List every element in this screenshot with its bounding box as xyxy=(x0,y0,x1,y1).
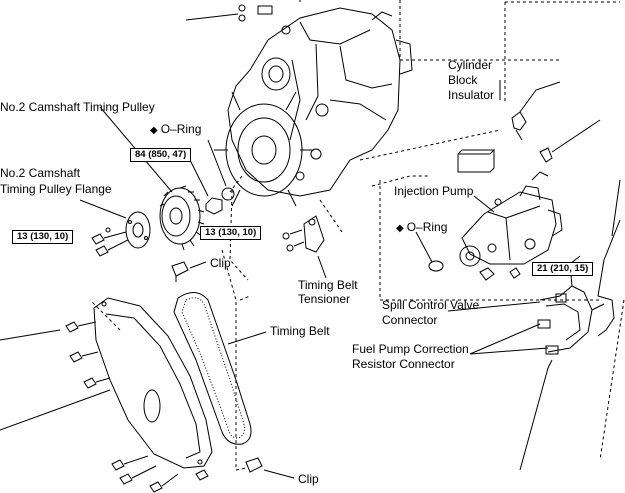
label-o-ring-top: ◆O–Ring xyxy=(150,122,201,138)
label-fuel-line1: Fuel Pump Correction xyxy=(352,342,469,356)
injection-pump-part xyxy=(459,171,563,267)
timing-belt-tensioner-part xyxy=(282,215,325,253)
label-spill-line1: Spill Control Valve xyxy=(382,298,480,312)
torque-box-84: 84 (850, 47) xyxy=(130,148,192,162)
engine-timing-cover xyxy=(214,91,314,207)
timing-belt-part xyxy=(173,292,252,445)
label-injection-pump: Injection Pump xyxy=(394,184,474,198)
non-reusable-diamond-icon: ◆ xyxy=(396,223,404,234)
sensor-connector-upper xyxy=(511,81,601,163)
label-clip-bottom: Clip xyxy=(298,472,319,486)
clip-bottom-part xyxy=(245,457,263,473)
camshaft-timing-pulley-part xyxy=(159,185,205,251)
flange-bolts xyxy=(91,227,129,257)
engine-block xyxy=(227,7,413,197)
label-cylinder-line1: Cylinder xyxy=(448,58,493,72)
label-camshaft-timing-pulley: No.2 Camshaft Timing Pulley xyxy=(0,100,155,114)
label-pulley-flange-line2: Timing Pulley Flange xyxy=(0,182,112,196)
label-cylinder-line3: Insulator xyxy=(448,88,495,102)
pulley-flange-part xyxy=(125,211,151,249)
label-clip-top: Clip xyxy=(210,256,231,270)
label-tensioner-line1: Timing Belt xyxy=(298,278,358,292)
engine-upper-pulley xyxy=(261,57,291,91)
o-ring-pump xyxy=(428,260,444,272)
clip-top-part xyxy=(171,261,189,282)
timing-belt-cover-part xyxy=(93,297,213,469)
label-fuel-line2: Resistor Connector xyxy=(352,357,455,371)
non-reusable-diamond-icon: ◆ xyxy=(150,125,158,136)
label-spill-line2: Connector xyxy=(382,313,438,327)
label-timing-belt: Timing Belt xyxy=(270,324,330,338)
cover-bolts xyxy=(65,321,209,493)
label-o-ring-top-text: O–Ring xyxy=(160,122,202,136)
label-o-ring-right: ◆O–Ring xyxy=(396,220,447,236)
top-bolt-assembly xyxy=(185,4,273,22)
label-o-ring-right-text: O–Ring xyxy=(406,220,448,234)
label-cylinder-line2: Block xyxy=(448,73,478,87)
pump-nuts xyxy=(479,267,521,281)
cylinder-block-insulator-part xyxy=(457,148,495,173)
torque-box-13-left: 13 (130, 10) xyxy=(12,230,74,244)
label-pulley-flange-line1: No.2 Camshaft xyxy=(0,166,81,180)
pulley-bolt xyxy=(205,187,235,215)
label-tensioner-line2: Tensioner xyxy=(298,292,351,306)
torque-box-21: 21 (210, 15) xyxy=(532,262,594,276)
torque-box-13-mid: 13 (130, 10) xyxy=(200,226,262,240)
